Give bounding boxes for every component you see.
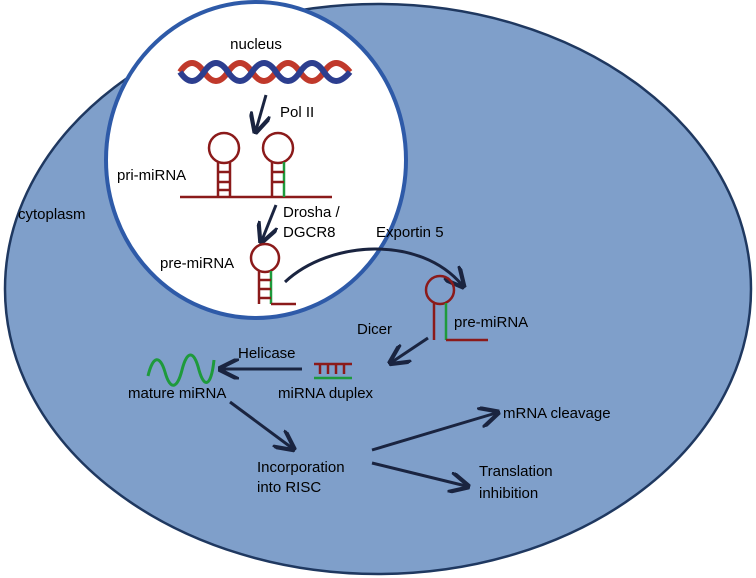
exportin-arrow — [283, 247, 462, 285]
drosha-label-line2: DGCR8 — [283, 224, 336, 241]
pre-mirna-nucleus-structure — [249, 242, 296, 306]
cleavage-arrow — [371, 413, 496, 452]
helicase-label: Helicase — [238, 345, 296, 362]
mirna-duplex-label: miRNA duplex — [278, 385, 374, 402]
cytoplasm-label: cytoplasm — [18, 206, 86, 223]
mature-mirna-strand — [146, 353, 216, 387]
mature-mirna-label: mature miRNA — [128, 385, 226, 402]
exportin-label: Exportin 5 — [376, 224, 444, 241]
pol2-label: Pol II — [280, 104, 314, 121]
translation-label-line1: Translation — [479, 463, 553, 480]
translation-arrow — [371, 461, 466, 486]
risc-label-line1: Incorporation — [257, 459, 345, 476]
mirna-duplex-structure — [314, 362, 352, 380]
mrna-cleavage-label: mRNA cleavage — [503, 405, 611, 422]
dicer-arrow — [392, 336, 429, 362]
translation-label-line2: inhibition — [479, 485, 538, 502]
risc-label-line2: into RISC — [257, 479, 321, 496]
dicer-label: Dicer — [357, 321, 392, 338]
risc-arrow — [229, 400, 292, 448]
drosha-label-line1: Drosha / — [283, 204, 341, 221]
pri-mirna-structure — [180, 131, 332, 199]
pre-mirna-cytoplasm-structure — [424, 274, 488, 342]
drosha-arrow — [262, 204, 276, 240]
transcription-arrow — [256, 94, 266, 130]
pri-mirna-label: pri-miRNA — [117, 167, 186, 184]
pre-mirna-cytoplasm-label: pre-miRNA — [454, 314, 528, 331]
pre-mirna-nucleus-label: pre-miRNA — [160, 255, 234, 272]
dna-helix — [177, 60, 353, 84]
nucleus-label: nucleus — [230, 36, 282, 53]
